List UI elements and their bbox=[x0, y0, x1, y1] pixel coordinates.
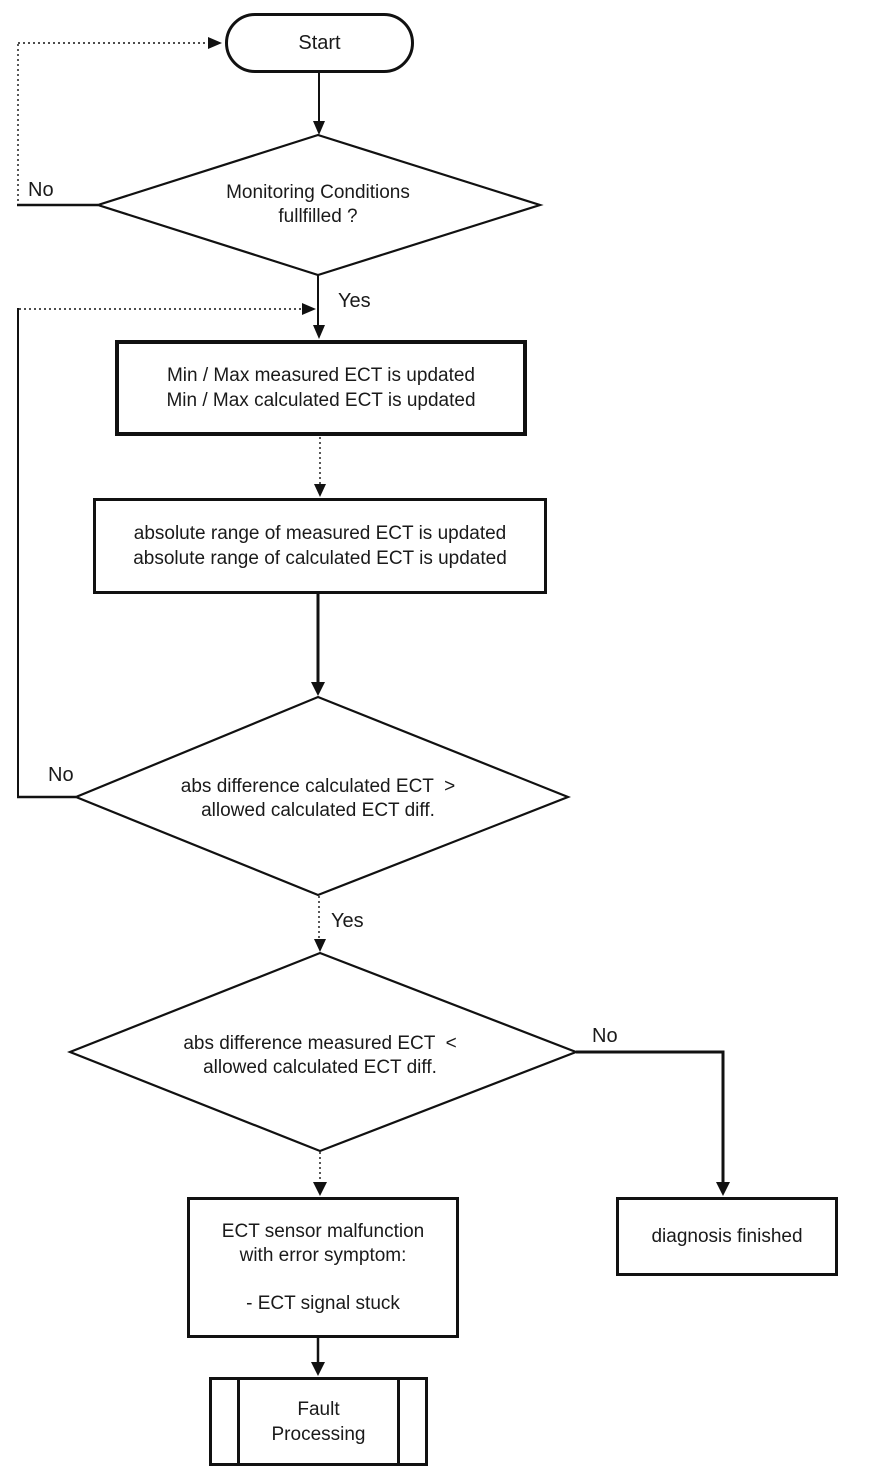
decision-calculated-line1: abs difference calculated ECT > bbox=[180, 776, 456, 797]
arrowhead-into-main-flow bbox=[302, 303, 316, 315]
label-no-monitoring: No bbox=[28, 179, 54, 201]
decision-calculated-diamond bbox=[73, 695, 571, 897]
decision-monitoring-diamond bbox=[94, 133, 544, 277]
label-no-measured: No bbox=[592, 1025, 618, 1047]
diagnosis-finished-label: diagnosis finished bbox=[651, 1226, 803, 1247]
node-diagnosis-finished: diagnosis finished bbox=[616, 1197, 838, 1276]
decision-monitoring-line1: Monitoring Conditions bbox=[226, 182, 410, 203]
decision-measured-line2: allowed calculated ECT diff. bbox=[203, 1057, 437, 1078]
arrowhead-into-calculated bbox=[311, 682, 325, 696]
decision-calculated-label: abs difference calculated ECT > allowed … bbox=[158, 775, 478, 823]
fault-processing-right-bar bbox=[397, 1380, 400, 1463]
process-absrange-line2: absolute range of calculated ECT is upda… bbox=[133, 548, 507, 569]
start-label: Start bbox=[298, 31, 341, 54]
arrowhead-into-start bbox=[208, 37, 222, 49]
process-minmax-line2: Min / Max calculated ECT is updated bbox=[166, 390, 476, 411]
node-process-minmax: Min / Max measured ECT is updated Min / … bbox=[115, 340, 527, 436]
decision-measured-diamond bbox=[67, 951, 580, 1153]
arrowhead-into-fault bbox=[311, 1362, 325, 1376]
malfunction-line4: - ECT signal stuck bbox=[246, 1292, 400, 1314]
arrowhead-into-measured bbox=[314, 939, 326, 952]
arrowhead-into-monitoring bbox=[313, 121, 325, 135]
label-no-calculated: No bbox=[48, 764, 74, 786]
arrowhead-into-minmax bbox=[313, 325, 325, 339]
decision-measured-line1: abs difference measured ECT < bbox=[183, 1033, 457, 1054]
decision-calculated-line2: allowed calculated ECT diff. bbox=[201, 800, 435, 821]
decision-monitoring-line2: fullfilled ? bbox=[278, 206, 358, 227]
edge-measured-no bbox=[576, 1050, 725, 1183]
decision-monitoring-label: Monitoring Conditions fullfilled ? bbox=[158, 181, 478, 229]
arrowhead-into-absrange bbox=[314, 484, 326, 497]
process-absrange-line1: absolute range of measured ECT is update… bbox=[133, 523, 507, 544]
malfunction-line2: with error symptom: bbox=[239, 1244, 407, 1266]
label-yes-monitoring: Yes bbox=[338, 290, 371, 312]
malfunction-line1: ECT sensor malfunction bbox=[221, 1220, 425, 1242]
fault-processing-line1: Fault bbox=[297, 1398, 340, 1420]
node-process-absrange: absolute range of measured ECT is update… bbox=[93, 498, 547, 594]
arrowhead-into-malfunction bbox=[313, 1182, 327, 1196]
process-minmax-line1: Min / Max measured ECT is updated bbox=[166, 365, 475, 386]
decision-measured-label: abs difference measured ECT < allowed ca… bbox=[160, 1032, 480, 1080]
node-fault-processing: Fault Processing bbox=[209, 1377, 428, 1466]
node-malfunction: ECT sensor malfunction with error sympto… bbox=[187, 1197, 459, 1338]
fault-processing-line2: Processing bbox=[271, 1423, 366, 1445]
node-start: Start bbox=[225, 13, 414, 73]
arrowhead-into-diagnosis bbox=[716, 1182, 730, 1196]
label-yes-calculated: Yes bbox=[331, 910, 364, 932]
fault-processing-left-bar bbox=[237, 1380, 240, 1463]
